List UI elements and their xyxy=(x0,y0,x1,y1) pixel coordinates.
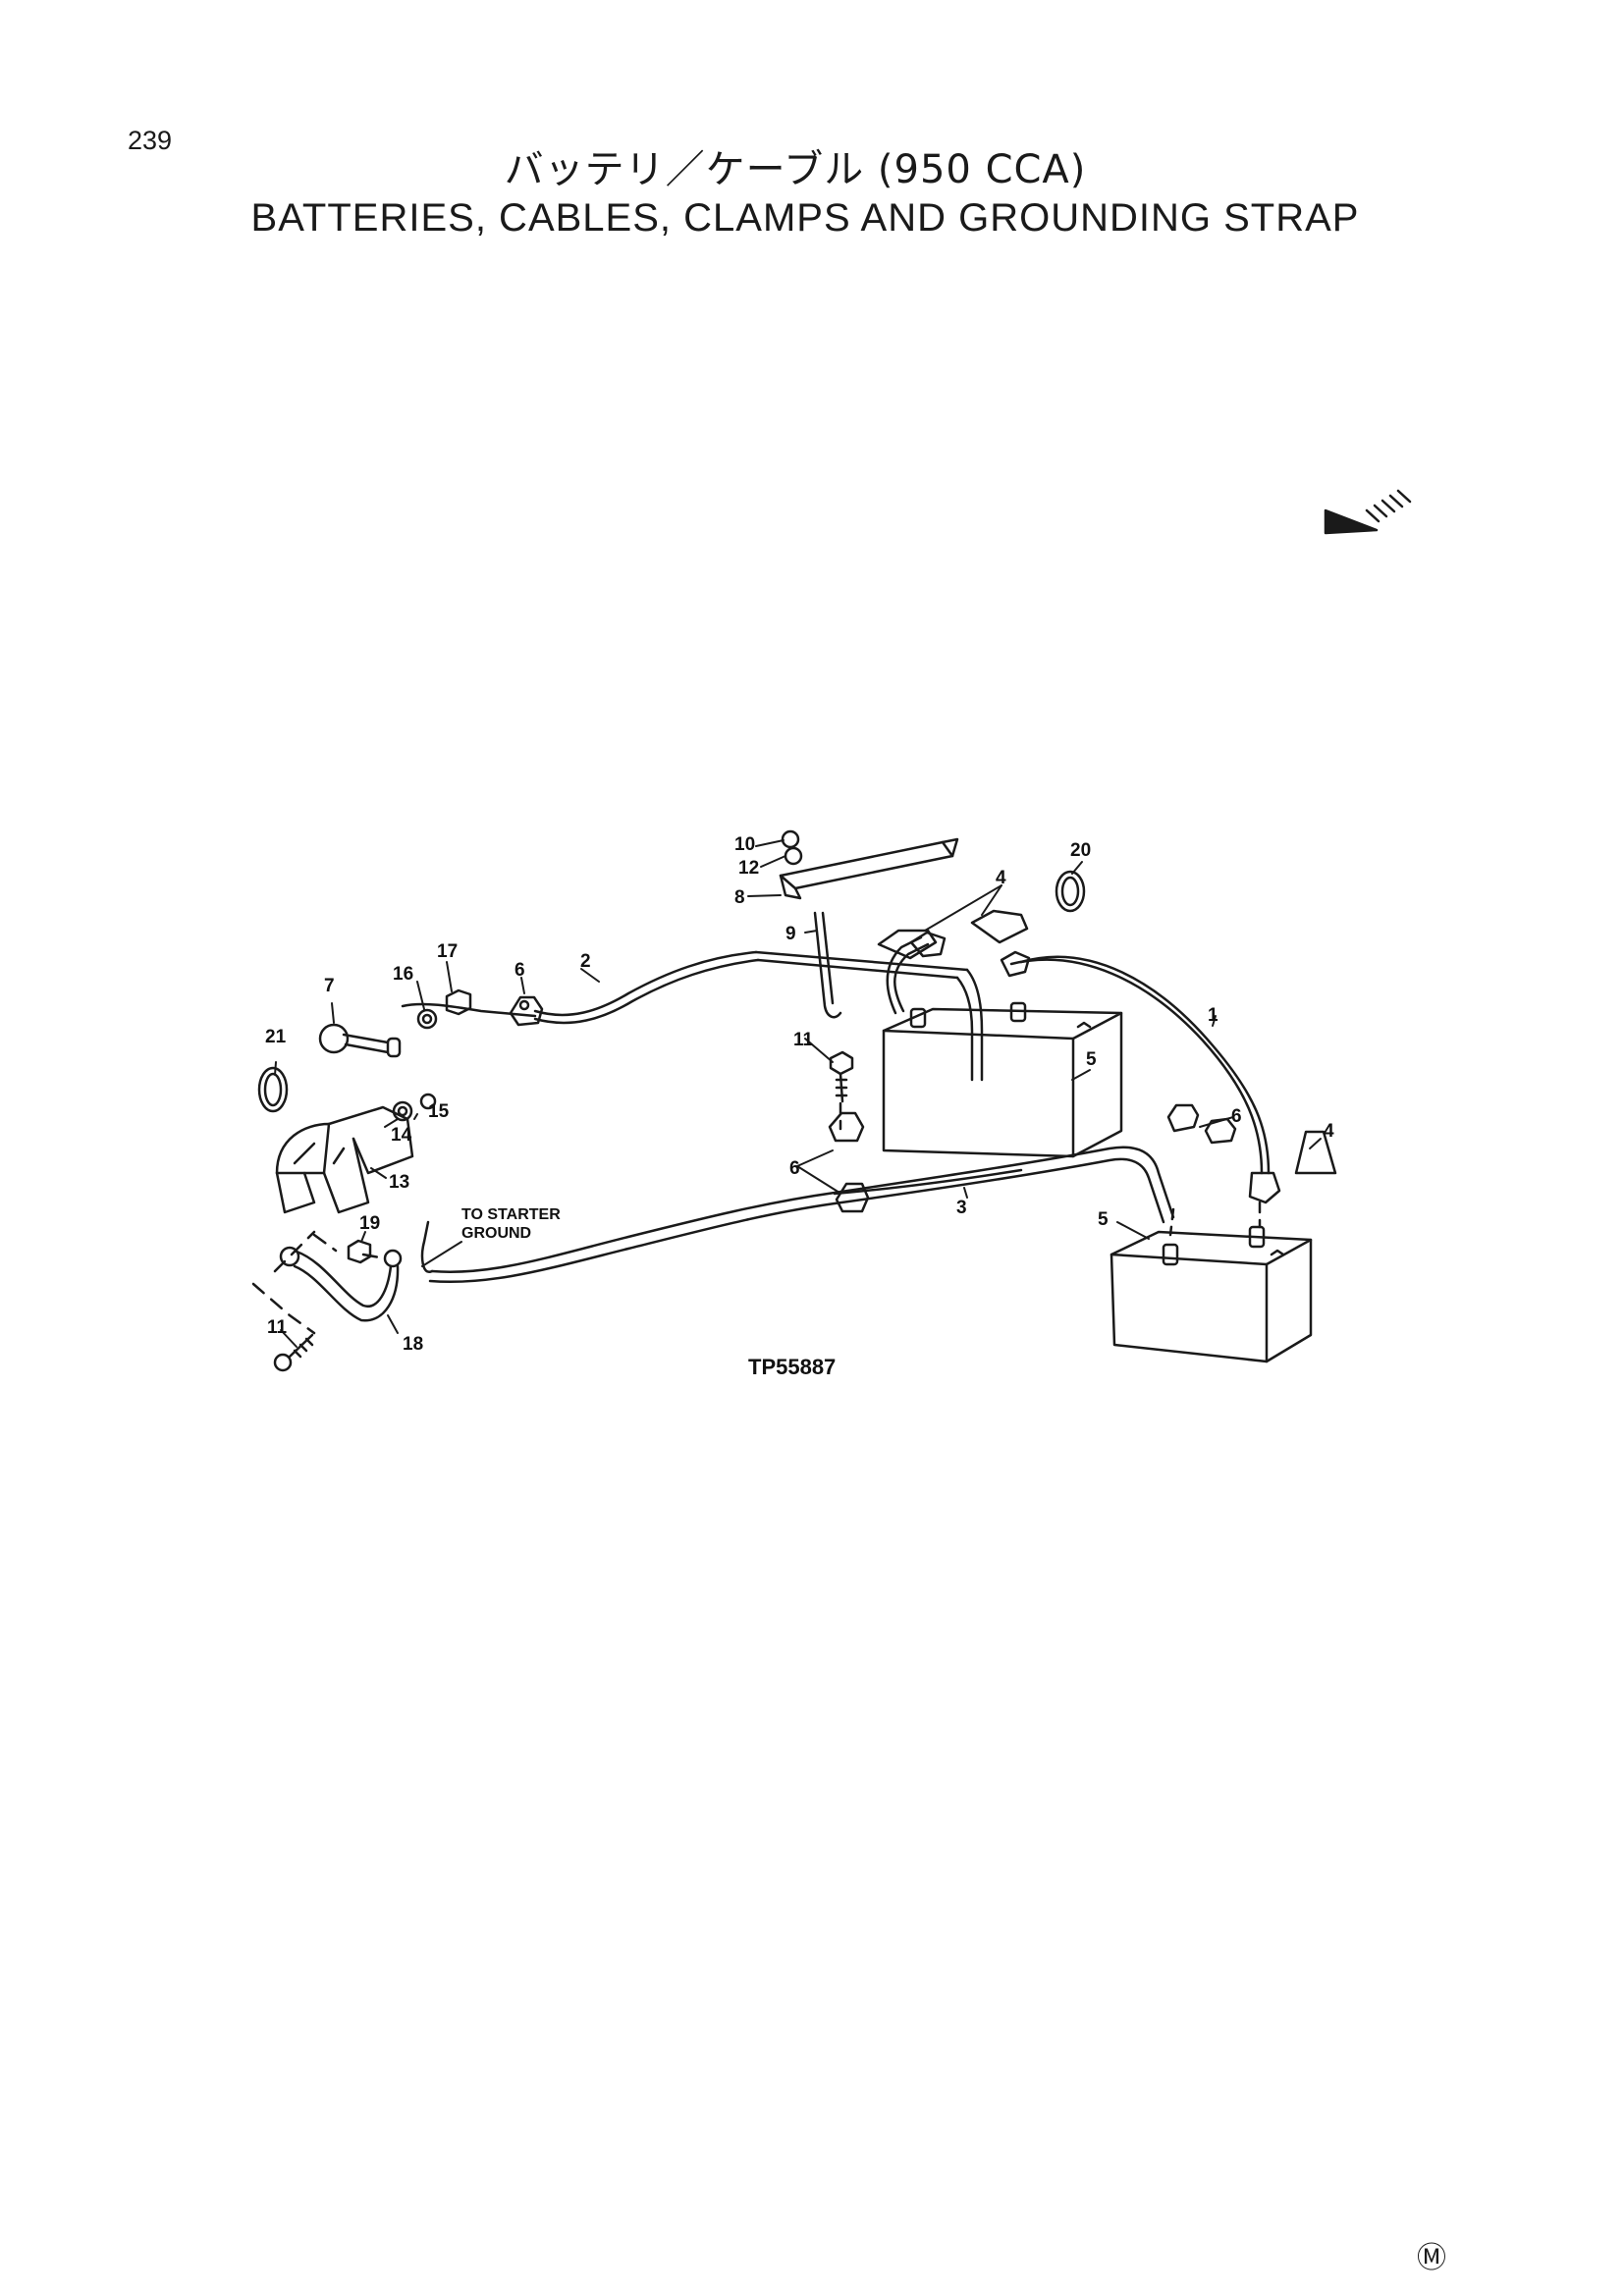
cover-13 xyxy=(275,1105,414,1214)
nut-16 xyxy=(416,1008,438,1030)
page-marker: Ⓜ xyxy=(1417,2242,1446,2274)
note-to-starter-line2: GROUND xyxy=(461,1225,531,1242)
battery-upper xyxy=(882,1001,1123,1158)
callout-6-mid: 6 xyxy=(789,1158,800,1179)
page-number: 239 xyxy=(128,126,173,155)
callout-13: 13 xyxy=(389,1172,409,1193)
nut-washer xyxy=(781,829,803,866)
page-title-english: BATTERIES, CABLES, CLAMPS AND GROUNDING … xyxy=(250,196,1360,240)
callout-16: 16 xyxy=(393,964,413,985)
direction-arrow-icon xyxy=(1324,489,1412,535)
terminal-cover-pair xyxy=(877,909,1029,960)
callout-7: 7 xyxy=(324,976,335,996)
callout-4-top: 4 xyxy=(996,868,1006,888)
callout-6-right: 6 xyxy=(1231,1106,1242,1127)
callout-14: 14 xyxy=(391,1125,412,1146)
clamp-6-right xyxy=(1166,1103,1237,1145)
battery-lower xyxy=(1110,1225,1313,1363)
clamp-6-mid xyxy=(828,1111,870,1213)
callout-10: 10 xyxy=(734,834,755,855)
callout-6-left: 6 xyxy=(514,960,525,981)
callout-19: 19 xyxy=(359,1213,380,1234)
hose-clamp-21 xyxy=(257,1066,289,1113)
bolt-11-lower xyxy=(273,1333,314,1372)
cable-1 xyxy=(1000,950,1281,1204)
nut-17 xyxy=(445,988,472,1016)
hold-down-rod xyxy=(813,911,842,1019)
hose-clamp-20 xyxy=(1055,870,1086,913)
callout-15: 15 xyxy=(428,1101,450,1122)
cable-2 xyxy=(401,950,984,1082)
callout-21: 21 xyxy=(265,1027,287,1047)
nut-19 xyxy=(347,1239,372,1264)
bolt-11-upper xyxy=(829,1050,854,1103)
callout-17: 17 xyxy=(437,941,458,962)
callout-12: 12 xyxy=(738,858,759,879)
note-to-starter-line1: TO STARTER xyxy=(461,1206,561,1223)
washer-14 xyxy=(392,1100,413,1122)
callout-8: 8 xyxy=(734,887,745,908)
callout-5-lower: 5 xyxy=(1098,1209,1109,1230)
callout-1: 1 xyxy=(1208,1005,1218,1026)
callout-20: 20 xyxy=(1070,840,1091,861)
page-title-japanese: バッテリ／ケーブル (950 CCA) xyxy=(504,147,1087,192)
ground-strap-18 xyxy=(279,1246,403,1322)
ground-strap-dashed-guides xyxy=(251,1230,387,1335)
nut-15 xyxy=(419,1093,437,1110)
callout-11-lower: 11 xyxy=(267,1317,288,1338)
terminal-7 xyxy=(318,1023,402,1058)
terminal-cover-right xyxy=(1294,1130,1337,1175)
hold-down-bracket xyxy=(779,837,959,900)
callout-11-upper: 11 xyxy=(793,1030,814,1050)
callout-2: 2 xyxy=(580,951,591,972)
callout-5-upper: 5 xyxy=(1086,1049,1097,1070)
callout-9: 9 xyxy=(785,924,796,944)
cable-upper-battery xyxy=(893,942,930,1013)
callout-18: 18 xyxy=(403,1334,423,1355)
callout-4-right: 4 xyxy=(1324,1121,1334,1142)
cable-3 xyxy=(420,1146,1175,1284)
callout-3: 3 xyxy=(956,1198,967,1218)
figure-id: TP55887 xyxy=(748,1355,836,1379)
clamp-6-left xyxy=(509,995,544,1027)
